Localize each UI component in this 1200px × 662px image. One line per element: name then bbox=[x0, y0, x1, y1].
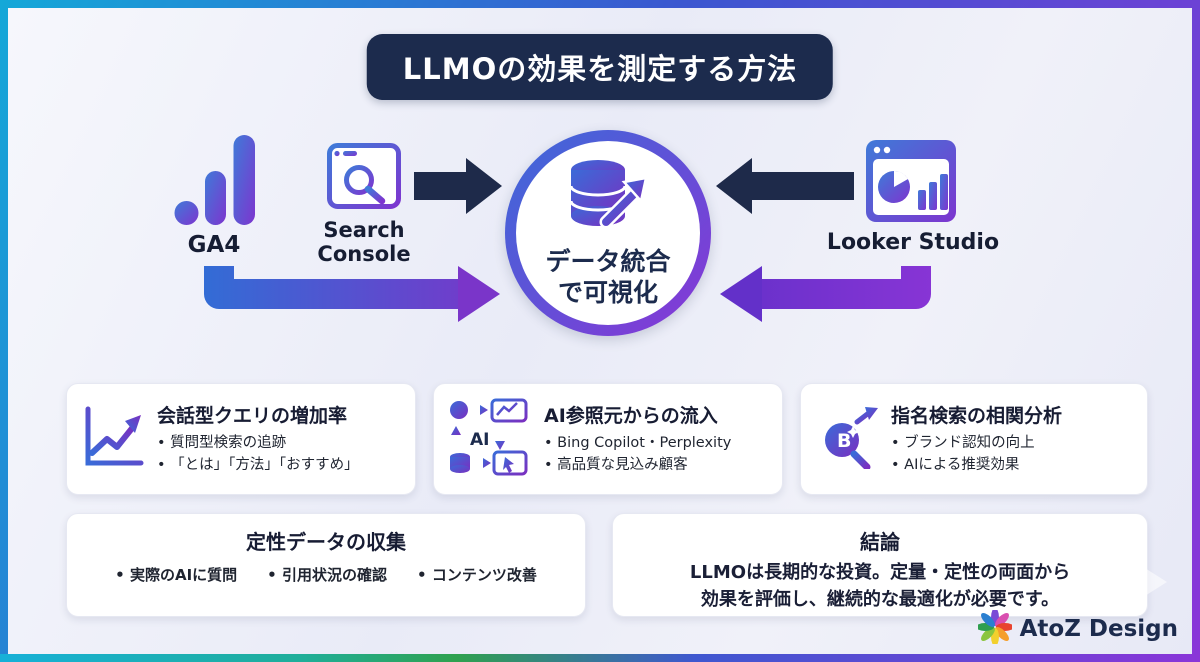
looker-studio-label: Looker Studio bbox=[826, 230, 1000, 255]
border-bottom-gradient bbox=[0, 654, 1200, 662]
card-bullet: コンテンツ改善 bbox=[417, 564, 537, 587]
card-bullet: 引用状況の確認 bbox=[267, 564, 387, 587]
ai-icon-label: AI bbox=[470, 430, 489, 450]
database-icon bbox=[562, 158, 654, 246]
metric-card-ai-referrals: AI AI参照元からの流入 Bing Copilot・Perplexity 高品… bbox=[433, 383, 783, 495]
card-bullet: 「とは」「方法」「おすすめ」 bbox=[157, 455, 359, 477]
brand-search-icon: B bbox=[815, 405, 879, 473]
metric-card-conversational-queries: 会話型クエリの増加率 質問型検索の追跡 「とは」「方法」「おすすめ」 bbox=[66, 383, 416, 495]
center-label-line2: で可視化 bbox=[557, 278, 658, 307]
card-bullet: ブランド認知の向上 bbox=[891, 433, 1062, 455]
conclusion-body: LLMOは長期的な投資。定量・定性の両面から 効果を評価し、継続的な最適化が必要… bbox=[689, 562, 1071, 610]
metric-card-branded-search: B 指名検索の相関分析 ブランド認知の向上 AIによる推奨効果 bbox=[800, 383, 1148, 495]
conclusion-card: 結論 LLMOは長期的な投資。定量・定性の両面から 効果を評価し、継続的な最適化… bbox=[612, 513, 1148, 617]
card-bullet: 高品質な見込み顧客 bbox=[544, 455, 731, 477]
center-label-line1: データ統合 bbox=[545, 246, 671, 276]
search-console-label: Search Console bbox=[317, 218, 411, 267]
arrow-ga4-elbow bbox=[204, 266, 458, 309]
arrow-looker-to-center bbox=[716, 158, 854, 214]
card-title: 指名検索の相関分析 bbox=[891, 405, 1063, 428]
ga4-label: GA4 bbox=[187, 232, 241, 258]
qualitative-card: 定性データの収集 実際のAIに質問 引用状況の確認 コンテンツ改善 bbox=[66, 513, 586, 617]
card-title: AI参照元からの流入 bbox=[544, 405, 718, 428]
card-title: 結論 bbox=[860, 530, 900, 554]
ga4-icon bbox=[174, 134, 256, 226]
brand-name: AtoZ Design bbox=[1019, 616, 1178, 642]
arrow-looker-elbow-head bbox=[720, 266, 762, 322]
search-console-icon bbox=[326, 142, 402, 212]
growth-chart-icon bbox=[81, 405, 145, 473]
card-title: 会話型クエリの増加率 bbox=[157, 405, 348, 428]
watermark-arrow-icon bbox=[1129, 558, 1167, 606]
atoz-logo-icon bbox=[975, 608, 1014, 648]
footer-brand: AtoZ Design bbox=[975, 608, 1178, 648]
arrow-searchconsole-to-center bbox=[414, 158, 502, 214]
center-circle: データ統合 で可視化 bbox=[505, 130, 711, 336]
arrow-looker-elbow bbox=[762, 266, 931, 309]
card-bullet: 質問型検索の追跡 bbox=[157, 433, 359, 455]
ai-flow-icon: AI bbox=[448, 397, 532, 481]
canvas: LLMOの効果を測定する方法 bbox=[8, 8, 1192, 654]
card-bullet: AIによる推奨効果 bbox=[891, 455, 1062, 477]
arrow-ga4-elbow-head bbox=[458, 266, 500, 322]
looker-studio-icon bbox=[866, 140, 956, 222]
card-bullet: Bing Copilot・Perplexity bbox=[544, 433, 731, 455]
page-title: LLMOの効果を測定する方法 bbox=[366, 34, 834, 100]
card-title: 定性データの収集 bbox=[246, 530, 406, 554]
brand-letter: B bbox=[837, 430, 851, 452]
card-bullet: 実際のAIに質問 bbox=[115, 564, 237, 587]
